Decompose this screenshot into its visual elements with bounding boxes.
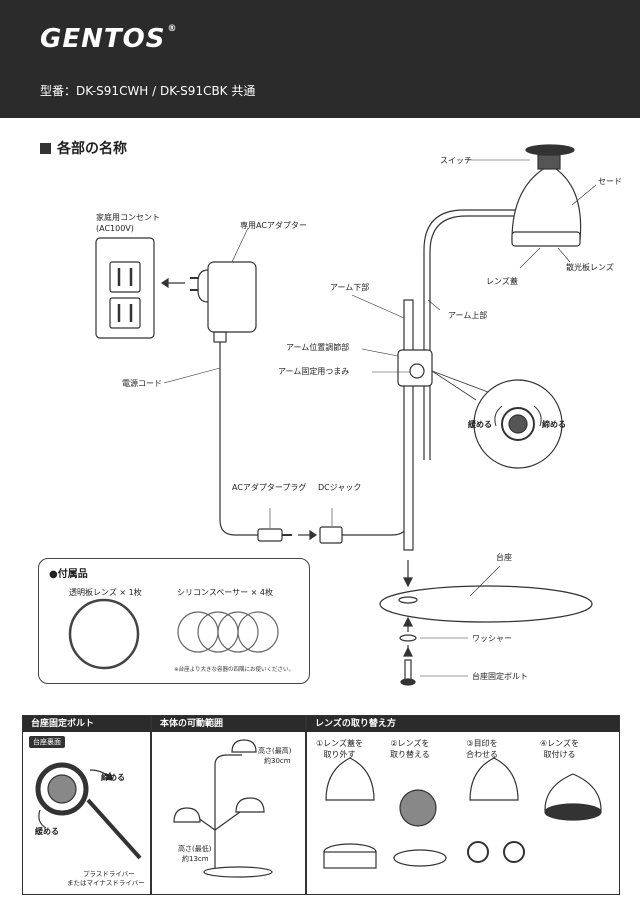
brand-logo: GENTOS® [40,24,178,54]
panel-lens-title: レンズの取り替え方 [307,716,619,732]
range-max-value: 約30cm [264,757,291,765]
lamp-head-icon [511,144,582,247]
range-min-value: 約13cm [182,855,209,863]
label-switch: スイッチ [440,156,472,165]
range-min-label: 高さ(最低) [178,845,212,853]
label-arm-knob: アーム固定用つまみ [278,367,350,376]
label-washer: ワッシャー [472,634,512,643]
panel-bolt-loosen: 緩める [35,827,59,836]
label-dc-jack: DCジャック [318,483,362,492]
panel-base-bolt: 台座固定ボルト 台座裏面 締める 緩める プラスドライバー またはマイナスドライ… [22,715,151,895]
label-outlet: 家庭用コンセント [96,213,160,222]
label-shade: セード [598,177,622,186]
outlet-icon [95,237,155,339]
square-bullet-icon [40,143,51,154]
arm-lower-icon [403,299,414,551]
accessory-clear-lens: 透明板レンズ × 1枚 [69,588,142,597]
clear-lens-icon [68,598,140,670]
accessory-silicone-spacer: シリコンスペーサー × 4枚 [177,588,273,597]
label-tighten: 締める [542,420,566,429]
adapter-plug-icon [257,528,283,542]
lens-step-1: ①レンズ蓋を取り外す [316,739,364,759]
ac-adapter-icon [190,261,257,343]
panel-range: 本体の可動範囲 高さ(最高) 約30cm 高さ(最低) 約13cm [151,715,306,895]
header-banner: GENTOS® 型番：DK-S91CWH / DK-S91CBK 共通 [0,0,640,118]
label-lens-cover: レンズ蓋 [486,277,518,286]
label-base-bolt: 台座固定ボルト [472,672,528,681]
label-arm-lower: アーム下部 [330,283,370,292]
accessories-title: ●付属品 [49,569,88,580]
arm-position-block [397,349,433,387]
panel-bolt-tighten: 締める [101,773,125,782]
power-cord-icon [219,342,258,536]
lens-step-4: ④レンズを取付ける [540,739,580,759]
accessories-box: ●付属品 透明板レンズ × 1枚 シリコンスペーサー × 4枚 ※台座より大きな… [38,558,310,684]
panel-range-title: 本体の可動範囲 [152,716,305,732]
arm-knob-icon [409,363,425,379]
lens-step-3: ③目印を合わせる [466,739,498,759]
panel-bolt-driver-2: またはマイナスドライバー [67,879,145,887]
label-loosen: 緩める [468,420,492,429]
bolt-icon [400,659,416,686]
panel-lens-replace: レンズの取り替え方 [306,715,620,895]
label-outlet-voltage: (AC100V) [96,224,134,233]
panel-bolt-title: 台座固定ボルト [23,716,150,732]
washer-icon [399,634,417,642]
label-ac-adapter: 専用ACアダプター [240,221,307,230]
model-number: 型番：DK-S91CWH / DK-S91CBK 共通 [40,84,256,98]
accessories-note: ※台座より大きな容器の四隅にお使いください。 [174,667,294,673]
panel-bolt-badge: 台座裏面 [29,736,65,748]
lens-step-2: ②レンズを取り替える [390,739,430,759]
label-diffuser-lens: 散光板レンズ [566,263,614,272]
panel-bolt-driver-1: プラスドライバー [83,870,135,878]
label-base: 台座 [496,553,512,562]
dc-jack-icon [319,526,343,544]
arm-upper-icon [423,209,515,350]
base-icon [379,585,593,623]
section-title-parts: 各部の名称 [40,138,127,158]
label-power-cord: 電源コード [122,379,162,388]
label-arm-position: アーム位置調節部 [286,343,350,352]
label-arm-upper: アーム上部 [448,311,488,320]
range-max-label: 高さ(最高) [258,747,292,755]
label-adapter-plug: ACアダプタープラグ [232,483,307,492]
